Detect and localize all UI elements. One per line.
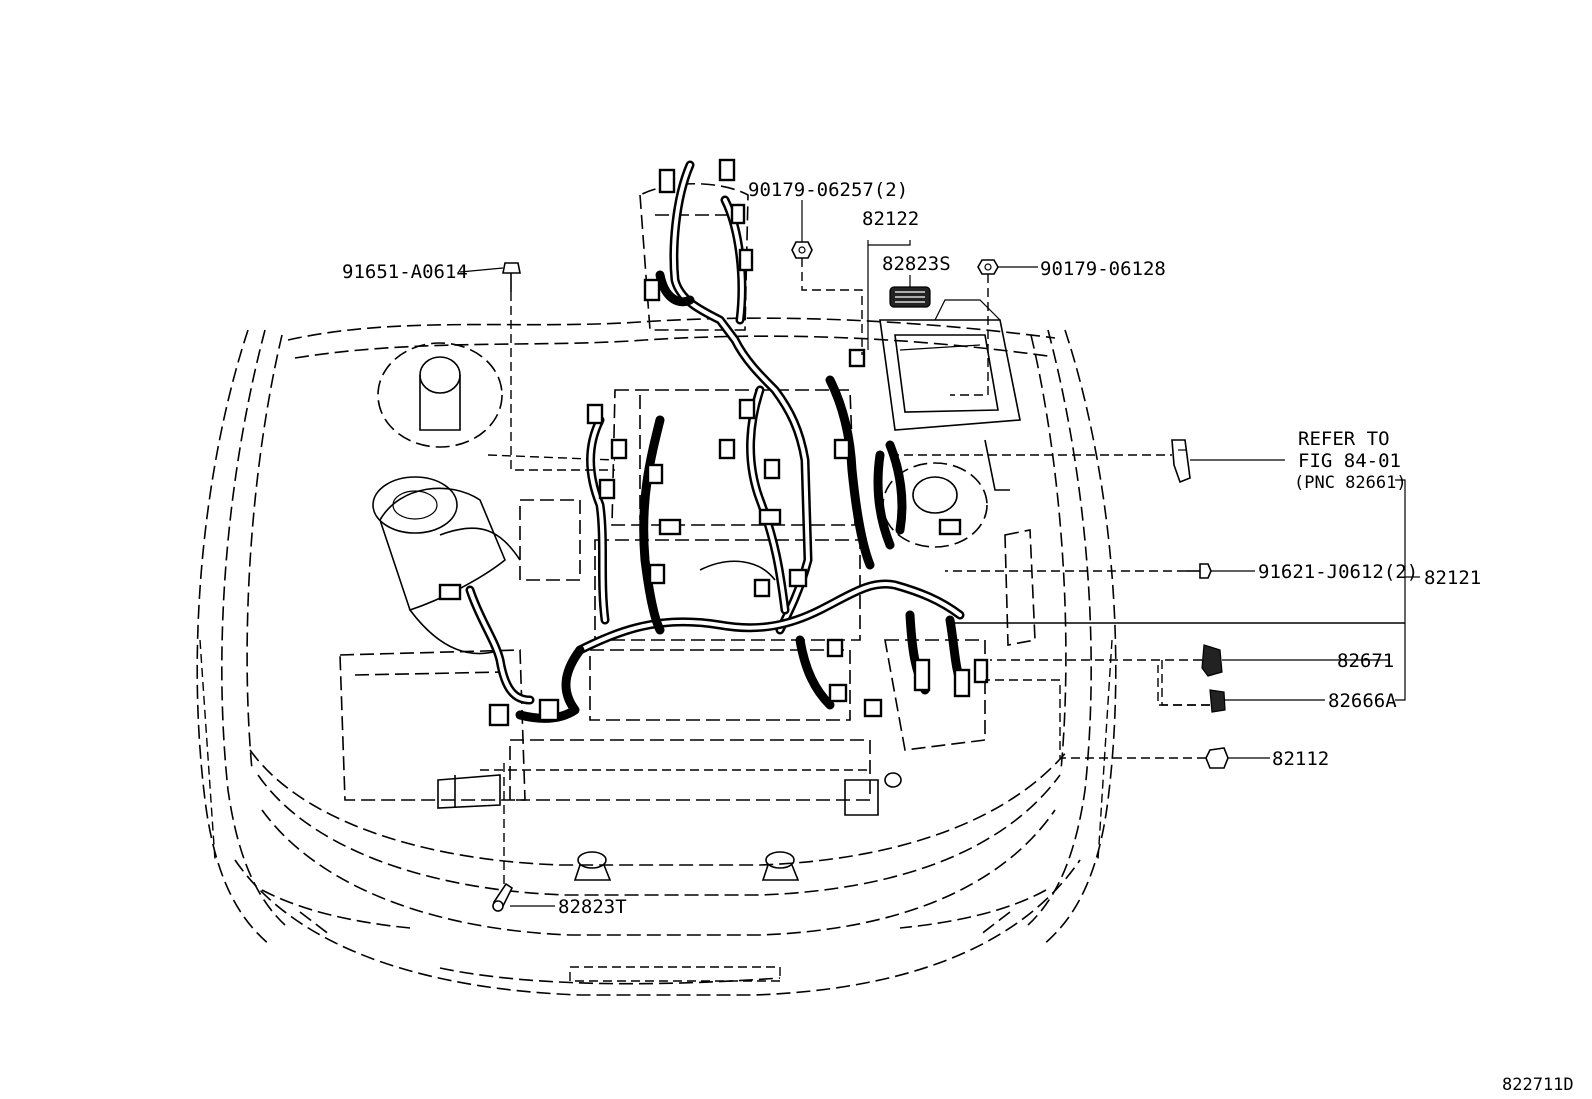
callout-82112: 82112 xyxy=(1272,748,1329,770)
figure-id: 822711D xyxy=(1502,1075,1574,1095)
leader-lines xyxy=(459,200,1420,907)
callout-82121: 82121 xyxy=(1424,567,1481,589)
bolt-91621-icon xyxy=(1186,563,1212,579)
callout-82823S: 82823S xyxy=(882,253,951,275)
callout-90179-06257: 90179-06257(2) xyxy=(748,179,908,201)
callout-fig-84-01: FIG 84-01 xyxy=(1298,450,1401,472)
cap-82112-icon xyxy=(1205,747,1229,769)
nut-90179-06128-icon xyxy=(977,259,999,275)
nut-90179-06257-icon xyxy=(791,241,813,259)
callout-90179-06128: 90179-06128 xyxy=(1040,258,1166,280)
bolt-91651-icon xyxy=(502,262,521,292)
callout-refer-to: REFER TO xyxy=(1298,428,1390,450)
engine-wire-harness xyxy=(438,158,989,727)
callout-82122: 82122 xyxy=(862,208,919,230)
holder-82666A-icon xyxy=(1209,689,1226,713)
callout-labels: 91651-A0614 90179-06257(2) 82122 82823S … xyxy=(342,179,1574,1095)
callout-82823T: 82823T xyxy=(558,896,627,918)
clamp-82823S-icon xyxy=(889,286,931,308)
engine-components xyxy=(339,183,1036,881)
callout-91621-J0612: 91621-J0612(2) xyxy=(1258,561,1418,583)
callout-82671: 82671 xyxy=(1337,650,1394,672)
clamp-82823T-icon xyxy=(492,882,514,912)
callout-91651-A0614: 91651-A0614 xyxy=(342,261,468,283)
terminal-cover-82671-icon xyxy=(1201,644,1223,677)
callout-pnc-82661: (PNC 82661) xyxy=(1294,473,1407,493)
fastener-parts xyxy=(492,241,1229,912)
callout-82666A: 82666A xyxy=(1328,690,1397,712)
clip-82661-icon xyxy=(1171,439,1191,484)
